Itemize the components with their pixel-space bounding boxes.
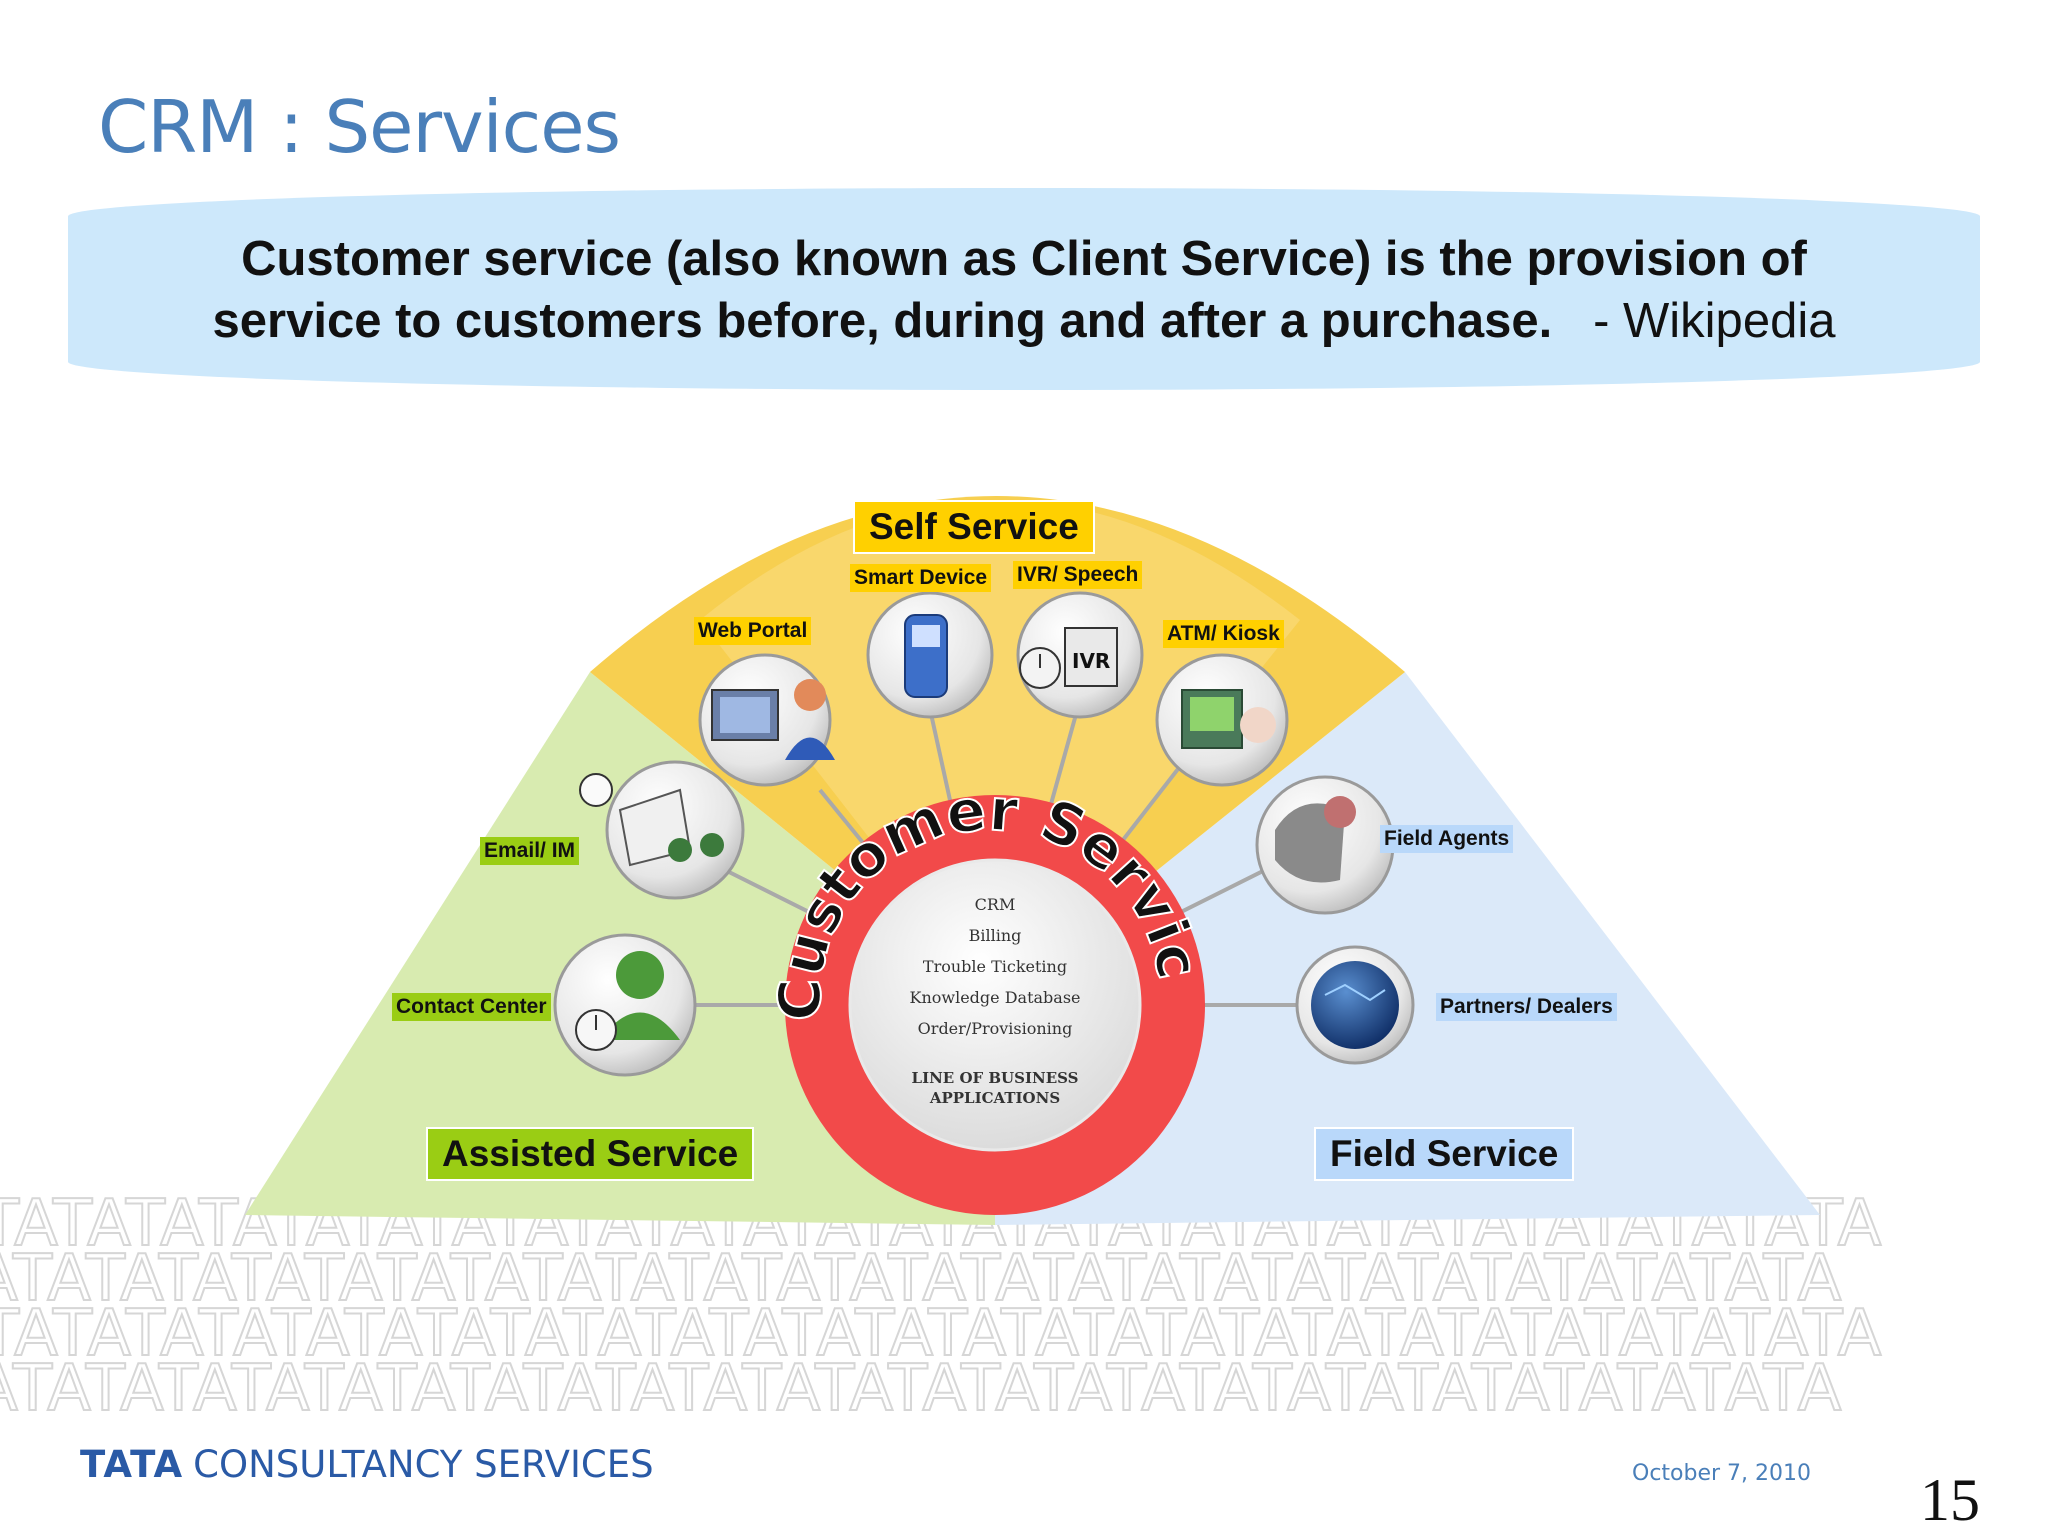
email-im-icon [579, 760, 745, 900]
tcs-logo-text: CONSULTANCY SERVICES [193, 1443, 654, 1486]
quote-banner [68, 188, 1980, 390]
watermark-row: TATATATATATATATATATATATATATATATATATATATA… [0, 1242, 1842, 1316]
field-agents-icon [1255, 775, 1395, 915]
atm-kiosk-icon [1155, 653, 1289, 787]
ivr-speech-icon: IVR [1016, 591, 1144, 719]
quote-line-1: Customer service (also known as Client S… [241, 232, 1807, 286]
tata-logo-mark: TATA [80, 1443, 184, 1486]
web-portal-label: Web Portal [694, 617, 812, 645]
self-service-highlight [700, 500, 1300, 1000]
center-item: Order/Provisioning [918, 1019, 1073, 1038]
center-item: Trouble Ticketing [923, 957, 1067, 976]
footer-date: October 7, 2010 [1632, 1461, 1812, 1486]
watermark-row: TATATATATATATATATATATATATATATATATATATATA… [0, 1352, 1842, 1426]
self-service-label: Self Service [853, 500, 1095, 554]
partners-dealers-label: Partners/ Dealers [1436, 993, 1617, 1021]
smart-device-icon [866, 591, 994, 719]
field-agents-label: Field Agents [1380, 825, 1514, 853]
smart-device-label: Smart Device [850, 564, 992, 592]
page-title: CRM : Services [98, 85, 621, 169]
ivr-speech-label: IVR/ Speech [1013, 561, 1143, 589]
center-item: CRM [975, 895, 1016, 914]
web-portal-icon [698, 653, 835, 787]
ivr-icon-label: IVR [1072, 649, 1110, 673]
field-service-sector [995, 672, 1820, 1225]
field-service-label: Field Service [1314, 1127, 1575, 1181]
atm-kiosk-label: ATM/ Kiosk [1163, 620, 1284, 648]
email-im-label: Email/ IM [480, 837, 580, 865]
quote-source: - Wikipedia [1593, 294, 1836, 348]
watermark-row: TATATATATATATATATATATATATATATATATATATATA… [0, 1297, 1882, 1371]
partners-dealers-icon [1295, 945, 1415, 1065]
assisted-service-label: Assisted Service [426, 1127, 755, 1181]
center-application-list: CRM Billing Trouble Ticketing Knowledge … [909, 895, 1080, 1107]
quote-line-2-text: service to customers before, during and … [212, 294, 1553, 348]
quote-text: Customer service (also known as Client S… [68, 228, 1980, 352]
quote-line-2: service to customers before, during and … [68, 290, 1980, 352]
page-number: 15 [1920, 1467, 1980, 1533]
center-footer-line-2: APPLICATIONS [929, 1089, 1060, 1107]
center-item: Knowledge Database [909, 988, 1080, 1007]
contact-center-icon [553, 933, 697, 1077]
center-footer-line-1: LINE OF BUSINESS [912, 1069, 1079, 1087]
center-item: Billing [969, 926, 1022, 945]
contact-center-label: Contact Center [392, 993, 551, 1021]
